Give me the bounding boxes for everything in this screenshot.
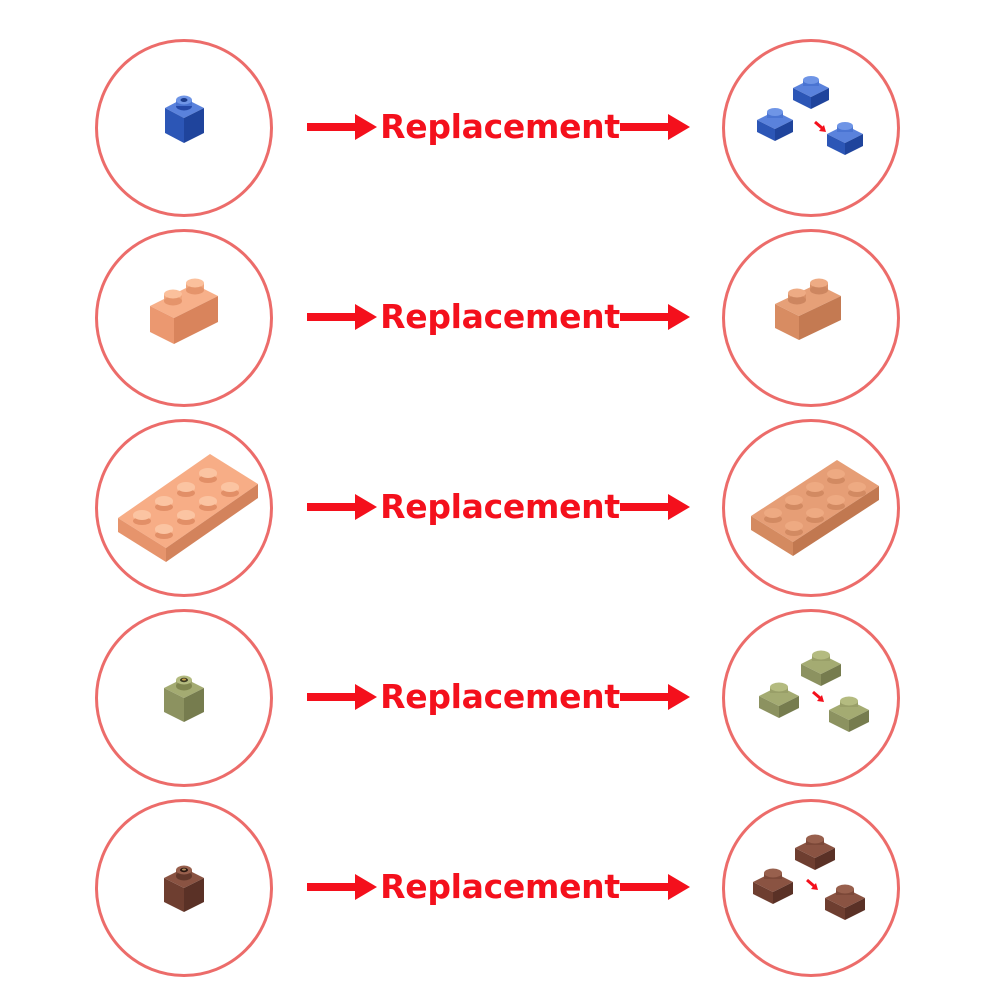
- arrow-right-icon: [620, 114, 690, 140]
- blue-1x1-brick-icon: [165, 95, 204, 143]
- arrow-right-icon: [620, 684, 690, 710]
- replacement-row-2: Replacement: [0, 225, 1000, 415]
- peach-1x2-brick-icon: [150, 278, 218, 344]
- arrow-right-icon: [620, 494, 690, 520]
- original-part-circle: [95, 419, 273, 597]
- peach-1x2-brick-icon: [775, 278, 841, 340]
- replacement-label: Replacement: [380, 487, 620, 526]
- replacement-part-circle: [722, 799, 900, 977]
- arrow-right-icon: [620, 304, 690, 330]
- replacement-label: Replacement: [380, 677, 620, 716]
- replacement-label: Replacement: [380, 867, 620, 906]
- replacement-part-circle: [722, 609, 900, 787]
- brown-1x1-plate-trio-icon: [753, 834, 865, 920]
- replacement-part-circle: [722, 229, 900, 407]
- brown-1x1-brick-icon: [164, 865, 204, 912]
- replacement-row-3: Replacement: [0, 415, 1000, 605]
- peach-2x4-plate-icon: [751, 460, 879, 556]
- arrow-right-icon: [307, 494, 377, 520]
- replacement-row-4: Replacement: [0, 605, 1000, 795]
- replacement-label: Replacement: [380, 107, 620, 146]
- olive-1x1-brick-icon: [164, 675, 204, 722]
- replacement-row-1: Replacement: [0, 35, 1000, 225]
- arrow-right-icon: [307, 874, 377, 900]
- arrow-right-icon: [307, 114, 377, 140]
- replacement-row-5: Replacement: [0, 795, 1000, 985]
- replacement-part-circle: [722, 419, 900, 597]
- original-part-circle: [95, 799, 273, 977]
- blue-1x1-plate-trio-icon: [757, 76, 863, 155]
- original-part-circle: [95, 609, 273, 787]
- olive-1x1-plate-trio-icon: [759, 650, 869, 732]
- arrow-right-icon: [307, 304, 377, 330]
- original-part-circle: [95, 39, 273, 217]
- arrow-right-icon: [620, 874, 690, 900]
- peach-2x4-plate-icon: [118, 454, 258, 562]
- replacement-part-circle: [722, 39, 900, 217]
- arrow-right-icon: [307, 684, 377, 710]
- replacement-label: Replacement: [380, 297, 620, 336]
- original-part-circle: [95, 229, 273, 407]
